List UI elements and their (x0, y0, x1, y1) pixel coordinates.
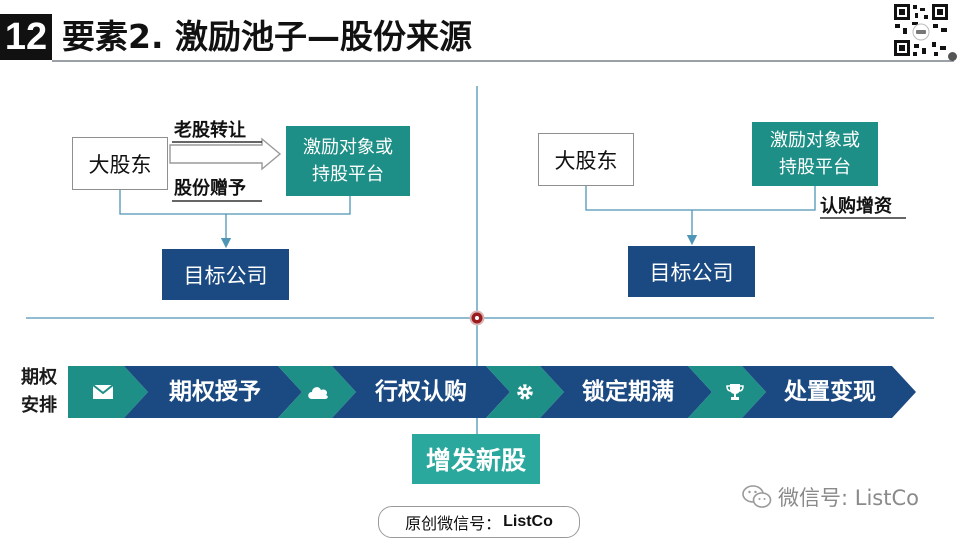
left-target-company-box: 目标公司 (162, 249, 289, 300)
step-exercise: 行权认购 (375, 379, 467, 405)
subscribe-label: 认购增资 (820, 196, 892, 217)
gift-label: 股份赠予 (174, 178, 246, 199)
wechat-watermark: 微信号: ListCo (742, 482, 919, 512)
right-bracket-line (585, 186, 816, 211)
gear-icon (512, 380, 538, 404)
step-disposal: 处置变现 (784, 379, 876, 405)
step-lockup-expiry: 锁定期满 (582, 379, 674, 405)
right-recipient-box: 激励对象或持股平台 (752, 122, 878, 186)
nav-dot (948, 52, 957, 61)
footer-account-badge: 原创微信号：ListCo (378, 506, 580, 538)
new-share-issue-box: 增发新股 (412, 434, 540, 484)
timeline-step-3 (540, 366, 712, 418)
envelope-icon (90, 380, 116, 404)
page-title: 要素2. 激励池子—股份来源 (62, 17, 472, 56)
transfer-label: 老股转让 (174, 120, 246, 141)
left-bracket-line (119, 190, 351, 215)
cloud-icon (305, 380, 331, 404)
qr-code (890, 0, 952, 60)
header-divider (52, 60, 954, 62)
timeline-step-1 (124, 366, 302, 418)
option-arrangement-label: 期权安排 (21, 367, 57, 416)
step-grant: 期权授予 (169, 379, 261, 405)
trophy-icon (722, 380, 748, 404)
right-target-company-box: 目标公司 (628, 246, 755, 297)
transfer-hollow-arrow (169, 137, 282, 171)
wechat-icon (742, 485, 772, 508)
section-number-badge: 12 (0, 14, 52, 60)
timeline-step-2 (332, 366, 510, 418)
left-recipient-box: 激励对象或持股平台 (286, 126, 410, 196)
timeline-bar-teal-4 (688, 366, 766, 418)
timeline-step-4 (742, 366, 916, 418)
right-shareholder-box: 大股东 (538, 133, 634, 186)
left-shareholder-box: 大股东 (72, 137, 168, 190)
